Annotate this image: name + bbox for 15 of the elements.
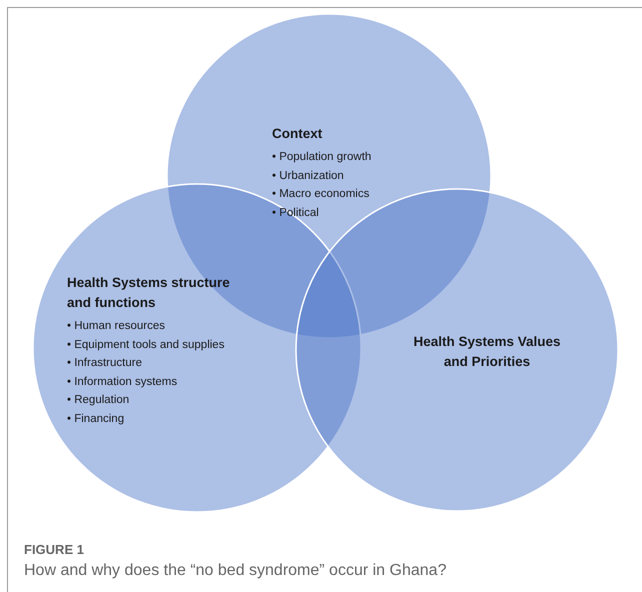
bullet-item: • Infrastructure [67,356,143,371]
bullet-item: • Human resources [67,319,166,334]
bullet-item: • Information systems [67,374,178,390]
figure-label: FIGURE 1 [24,542,84,557]
bullet-item: • Financing [67,412,126,426]
circle-heading: Health Systems structure and functions [67,274,231,312]
bullet-item: • Population growth [272,150,372,165]
bullet-item: • Equipment tools and supplies [67,338,226,352]
bullet-item: • Political [272,206,320,220]
bullet-item: • Regulation [67,393,130,408]
circle-heading: Context [272,125,324,143]
bullet-item: • Urbanization [272,168,345,184]
circle-heading: Health Systems Values and Priorities [412,333,562,371]
figure-caption: How and why does the “no bed syndrome” occur in Ghana? [24,562,446,580]
bullet-item: • Macro economics [272,187,370,202]
